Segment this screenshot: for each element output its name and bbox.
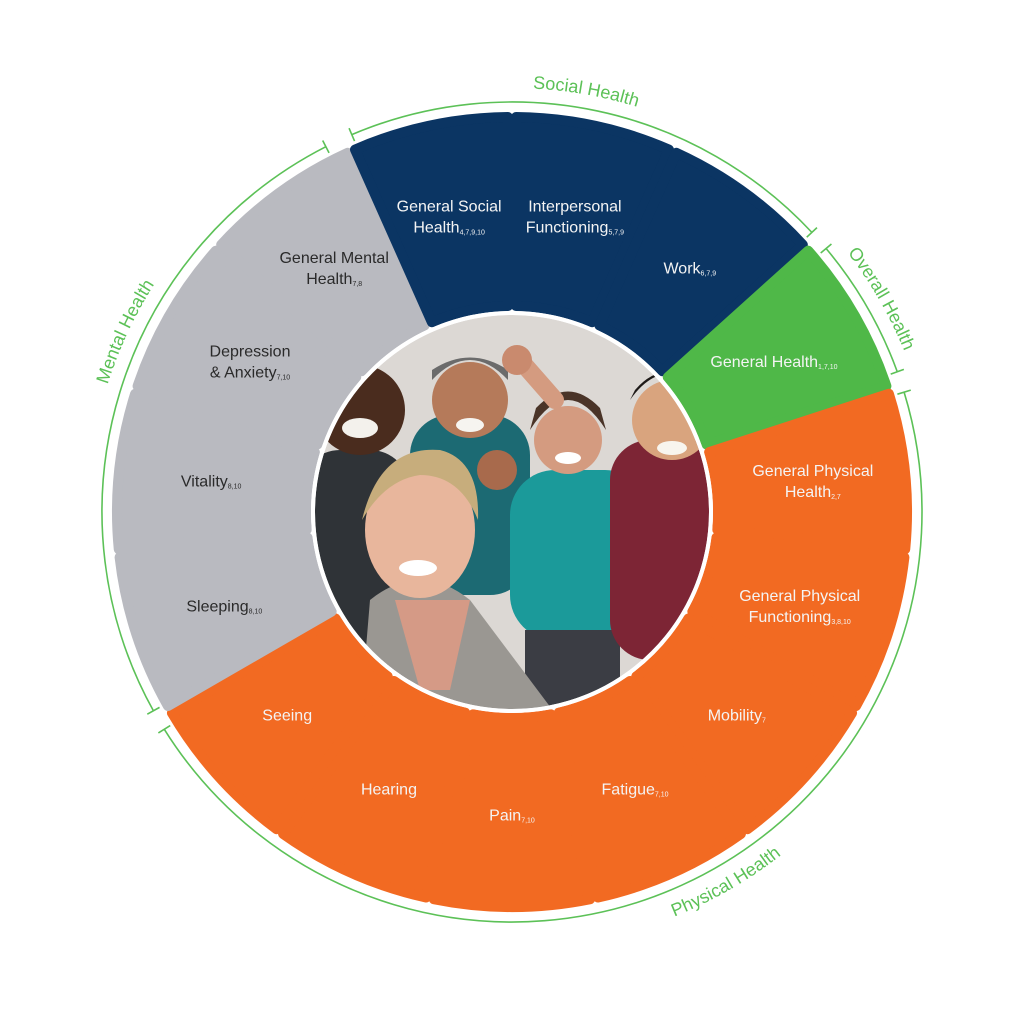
segment-sleeping	[114, 532, 337, 712]
bracket-end-tick	[146, 706, 160, 715]
citation-subscript: 5,7,9	[608, 230, 624, 237]
segment-label-pain: Pain7,10	[489, 808, 535, 825]
segment-label-mobility: Mobility7	[708, 707, 766, 724]
citation-subscript: 7,10	[655, 791, 669, 798]
segment-fatigue	[553, 675, 746, 903]
citation-subscript: 4,7,9,10	[460, 230, 485, 237]
segment-vitality	[112, 388, 320, 555]
segment-label-vitality: Vitality8,10	[181, 473, 242, 490]
bracket-social	[351, 101, 813, 233]
center-photo	[315, 315, 709, 709]
segment-label-sleeping: Sleeping8,10	[186, 598, 262, 615]
citation-subscript: 8,10	[249, 608, 263, 615]
citation-subscript: 6,7,9	[701, 270, 717, 277]
bracket-end-tick	[348, 127, 356, 142]
segment-general-physical-health	[704, 388, 912, 555]
group-brackets	[101, 101, 923, 923]
citation-subscript: 7,10	[521, 818, 535, 825]
segment-mobility	[631, 613, 858, 835]
bracket-end-tick	[157, 724, 171, 734]
citation-subscript: 7	[762, 717, 766, 724]
bracket-physical	[163, 391, 923, 923]
segment-label-hearing: Hearing	[361, 781, 417, 798]
citation-subscript: 8,10	[228, 483, 242, 490]
photo-ring	[311, 311, 713, 713]
segment-seeing	[166, 613, 393, 835]
segment-general-mental-health	[216, 147, 430, 377]
segment-label-fatigue: Fatigue7,10	[602, 781, 669, 798]
bracket-overall	[825, 247, 899, 373]
bracket-end-tick	[806, 227, 818, 238]
segment-general-health	[662, 245, 892, 450]
segment-interpersonal-functioning	[511, 112, 674, 328]
segment-hearing	[278, 675, 471, 903]
citation-subscript: 7,8	[352, 281, 362, 288]
citation-subscript: 1,7,10	[818, 364, 838, 371]
segment-depression-anxiety	[132, 245, 362, 450]
bracket-end-tick	[890, 368, 905, 375]
segment-label-seeing: Seeing	[262, 707, 312, 724]
segment-label-general-health: General Health1,7,10	[710, 354, 837, 371]
segment-general-physical-functioning	[687, 532, 910, 712]
segment-label-work: Work6,7,9	[663, 260, 716, 277]
segment-general-social-health	[350, 112, 513, 328]
bracket-mental	[101, 145, 327, 712]
segment-work	[594, 147, 808, 377]
citation-subscript: 2,7	[831, 494, 841, 501]
segments	[112, 112, 912, 912]
citation-subscript: 3,8,10	[831, 619, 851, 626]
bracket-end-tick	[820, 243, 832, 254]
bracket-end-tick	[897, 389, 912, 395]
segment-pain	[428, 709, 596, 912]
group-label-social: Social Health	[533, 73, 642, 111]
bracket-end-tick	[321, 140, 330, 154]
segment-label-depression-anxiety: Depression& Anxiety7,10	[210, 343, 291, 381]
citation-subscript: 7,10	[277, 374, 291, 381]
